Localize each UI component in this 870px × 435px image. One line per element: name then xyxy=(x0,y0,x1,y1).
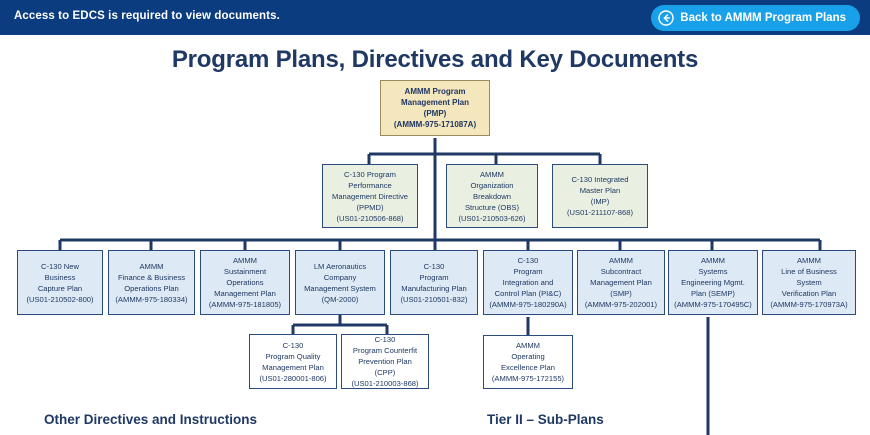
node-line: AMMM xyxy=(700,256,726,265)
node-line: Line of Business xyxy=(781,267,837,276)
node-line: AMMM xyxy=(796,256,822,265)
page-title: Program Plans, Directives and Key Docume… xyxy=(171,46,699,73)
node-line: AMMM xyxy=(232,256,258,265)
node-line: Management Plan xyxy=(214,289,276,298)
node-line: Capture Plan xyxy=(37,283,83,293)
node-line: AMMM xyxy=(479,169,505,179)
node-line: (IMP) xyxy=(590,197,610,206)
back-button-label: Back to AMMM Program Plans xyxy=(680,12,846,24)
node-line: (AMMM-975-170495C) xyxy=(674,300,752,309)
node-line: C-130 xyxy=(423,261,445,271)
node-line: (QM-2000) xyxy=(321,294,359,304)
node-line: (AMMM-975-180290A) xyxy=(489,300,567,309)
node-line: Organization xyxy=(470,180,514,190)
node-line: Systems xyxy=(698,267,728,276)
node-line: (AMMM-975-172155) xyxy=(491,374,565,383)
node-line: Finance & Business xyxy=(117,272,186,282)
arrow-left-circle-icon xyxy=(658,10,674,26)
node-line: Program xyxy=(419,272,449,282)
node-line: Engineering Mgmt. xyxy=(681,278,745,287)
node-line: Plan (SEMP) xyxy=(691,289,735,298)
node-line: Management Plan xyxy=(262,362,324,372)
node-line: Program Quality xyxy=(265,351,321,361)
back-to-ammm-program-plans-button[interactable]: Back to AMMM Program Plans xyxy=(651,5,860,31)
node-line: Excellence Plan xyxy=(500,363,556,372)
node-imp[interactable]: C-130 Integrated Master Plan (IMP) (US01… xyxy=(552,164,648,228)
node-line: (US01-280001-806) xyxy=(259,373,327,383)
node-line: C-130 xyxy=(374,335,396,344)
node-line: (US01-210501-832) xyxy=(400,294,468,304)
node-line: Business xyxy=(44,272,76,282)
node-line: C-130 New xyxy=(41,261,79,271)
node-line-of-business-system-verification-plan[interactable]: AMMM Line of Business System Verificatio… xyxy=(762,250,856,315)
node-systems-engineering-management-plan[interactable]: AMMM Systems Engineering Mgmt. Plan (SEM… xyxy=(668,250,758,315)
node-line: Management Directive xyxy=(332,191,408,201)
node-line: C-130 Integrated xyxy=(571,175,629,184)
node-qm-2000[interactable]: LM Aeronautics Company Management System… xyxy=(295,250,385,315)
header-bar: Access to EDCS is required to view docum… xyxy=(0,0,870,35)
node-ppmd[interactable]: C-130 Program Performance Management Dir… xyxy=(322,164,418,228)
node-line: (US01-211107-868) xyxy=(567,208,633,217)
node-line: AMMM xyxy=(515,341,541,350)
node-line: Operations xyxy=(226,278,264,287)
node-subcontract-management-plan[interactable]: AMMM Subcontract Management Plan (SMP) (… xyxy=(577,250,665,315)
node-line: Master Plan xyxy=(579,186,621,195)
node-line: Operating xyxy=(511,352,545,361)
node-line: AMMM Program xyxy=(404,87,466,96)
node-line: Manufacturing Plan xyxy=(401,283,467,293)
node-line: LM Aeronautics xyxy=(313,261,367,271)
node-line: Prevention Plan xyxy=(358,357,412,366)
node-line: Performance xyxy=(348,180,392,190)
node-line: Company xyxy=(323,272,357,282)
node-line: Program xyxy=(513,267,543,276)
node-line: (US01-210506-868) xyxy=(336,213,404,223)
node-line: AMMM xyxy=(139,261,164,271)
node-obs[interactable]: AMMM Organization Breakdown Structure (O… xyxy=(446,164,538,228)
node-line: Integration and xyxy=(502,278,554,287)
node-finance-business-operations-plan[interactable]: AMMM Finance & Business Operations Plan … xyxy=(108,250,195,315)
node-line: Management Plan xyxy=(590,278,652,287)
edcs-access-note: Access to EDCS is required to view docum… xyxy=(14,10,280,22)
node-line: Sustainment xyxy=(223,267,267,276)
node-line: System xyxy=(796,278,822,287)
node-program-counterfit-prevention-plan[interactable]: C-130 Program Counterfit Prevention Plan… xyxy=(341,334,429,389)
caption-tier-two-subplans: Tier II – Sub-Plans xyxy=(487,412,604,427)
node-sustainment-operations-management-plan[interactable]: AMMM Sustainment Operations Management P… xyxy=(200,250,290,315)
node-program-quality-management-plan[interactable]: C-130 Program Quality Management Plan (U… xyxy=(249,334,337,389)
node-program-integration-and-control-plan[interactable]: C-130 Program Integration and Control Pl… xyxy=(483,250,573,315)
node-line: (PPMD) xyxy=(356,202,384,212)
node-line: Structure (OBS) xyxy=(464,202,519,212)
node-line: (AMMM-975-171087A) xyxy=(393,120,477,129)
caption-other-directives: Other Directives and Instructions xyxy=(44,412,258,427)
node-line: (US01-210003-868) xyxy=(351,379,419,388)
node-line: Breakdown xyxy=(473,191,511,201)
node-line: (CPP) xyxy=(374,368,396,377)
node-line: Management Plan xyxy=(400,98,469,107)
node-line: Operations Plan xyxy=(124,283,179,293)
node-new-business-capture-plan[interactable]: C-130 New Business Capture Plan (US01-21… xyxy=(17,250,103,315)
node-line: (AMMM-975-170973A) xyxy=(770,300,848,309)
node-line: Verification Plan xyxy=(781,289,837,298)
node-line: (AMMM-975-180334) xyxy=(115,294,188,304)
node-pmp[interactable]: AMMM Program Management Plan (PMP) (AMMM… xyxy=(380,80,490,136)
node-line: Program Counterfit xyxy=(352,346,418,355)
node-line: AMMM xyxy=(608,256,634,265)
node-line: C-130 xyxy=(282,340,304,350)
node-line: (US01-210502-800) xyxy=(26,294,94,304)
node-line: Control Plan (PI&C) xyxy=(494,289,562,298)
node-line: C-130 Program xyxy=(344,169,396,179)
node-program-manufacturing-plan[interactable]: C-130 Program Manufacturing Plan (US01-2… xyxy=(390,250,478,315)
node-line: (PMP) xyxy=(423,109,447,118)
node-line: (AMMM-975-181805) xyxy=(208,300,282,309)
node-operating-excellence-plan[interactable]: AMMM Operating Excellence Plan (AMMM-975… xyxy=(483,335,573,389)
node-line: C-130 xyxy=(517,256,539,265)
node-line: (US01-210503-626) xyxy=(458,213,526,223)
node-line: Management System xyxy=(304,283,376,293)
node-line: (SMP) xyxy=(610,289,632,298)
node-line: Subcontract xyxy=(600,267,642,276)
node-line: (AMMM-975-202001) xyxy=(584,300,658,309)
